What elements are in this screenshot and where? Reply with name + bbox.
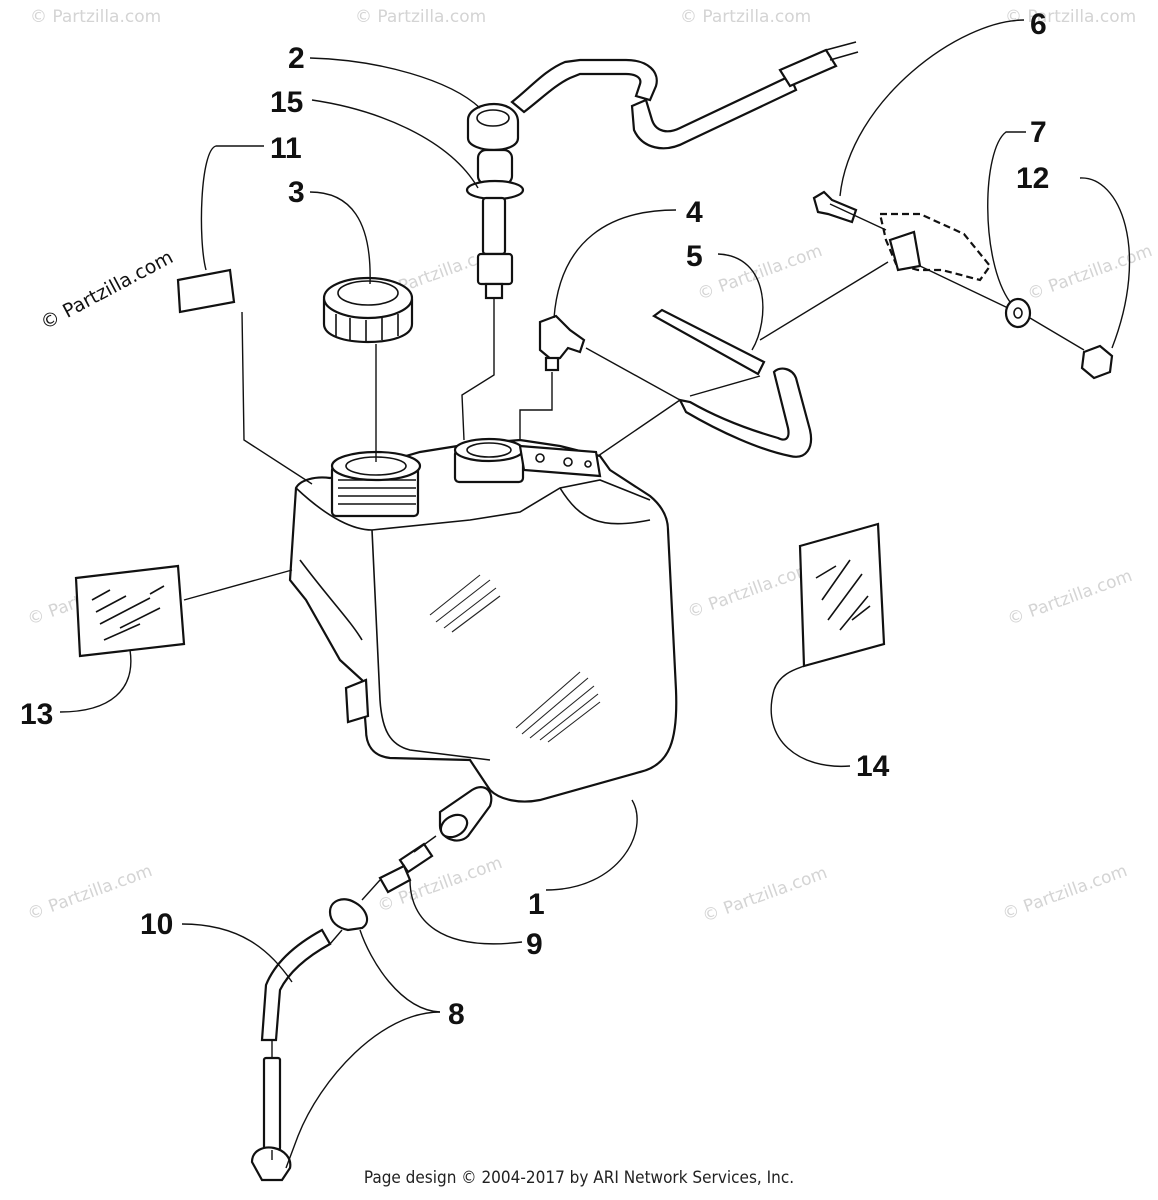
- side-watermark: © Partzilla.com: [37, 246, 177, 334]
- callout-label[interactable]: 1: [528, 888, 545, 921]
- drain-fittings: [250, 842, 434, 1182]
- tank-hatching: [429, 574, 601, 743]
- decal-11: [176, 268, 236, 314]
- callout-label[interactable]: 6: [1030, 8, 1047, 41]
- watermark: © Partzilla.com: [1005, 7, 1136, 27]
- decal-14: [798, 522, 886, 668]
- watermark: © Partzilla.com: [695, 241, 825, 305]
- callout-label[interactable]: 7: [1030, 116, 1047, 149]
- callout-label[interactable]: 3: [288, 176, 305, 209]
- bracket-hardware: [812, 190, 1114, 380]
- page-footer: Page design © 2004-2017 by ARI Network S…: [363, 1168, 795, 1188]
- watermark: © Partzilla.com: [700, 863, 830, 927]
- watermark: © Partzilla.com: [1005, 566, 1135, 630]
- vent-elbow: [538, 314, 586, 372]
- watermark: © Partzilla.com: [355, 7, 486, 27]
- callout-curves: [59, 19, 1131, 1169]
- watermark: © Partzilla.com: [25, 861, 155, 925]
- callout-label[interactable]: 10: [140, 908, 173, 941]
- watermark: © Partzilla.com: [680, 7, 811, 27]
- callout-label[interactable]: 15: [270, 86, 303, 119]
- callout-label[interactable]: 8: [448, 998, 465, 1031]
- callout-label[interactable]: 9: [526, 928, 543, 961]
- callout-label[interactable]: 5: [686, 240, 703, 273]
- callout-label[interactable]: 2: [288, 42, 305, 75]
- watermark: © Partzilla.com: [685, 559, 815, 623]
- tank-cap: [322, 276, 414, 344]
- watermark: © Partzilla.com: [30, 7, 161, 27]
- watermark: © Partzilla.com: [1025, 241, 1155, 305]
- watermark: © Partzilla.com: [1000, 861, 1130, 925]
- oil-tank: [288, 437, 678, 842]
- callout-label[interactable]: 4: [686, 196, 703, 229]
- callout-label[interactable]: 12: [1016, 162, 1049, 195]
- callout-labels: 1 2 3 4 5 6 7 8 9 10 11 12 13 14 15: [20, 8, 1049, 1031]
- callout-label[interactable]: 14: [856, 750, 890, 783]
- callout-label[interactable]: 11: [270, 132, 302, 165]
- leader-lines: [183, 203, 1085, 1160]
- decal-13: [74, 564, 186, 658]
- callout-label[interactable]: 13: [20, 698, 53, 731]
- vent-hose: [651, 308, 813, 458]
- oil-level-sender: [465, 41, 859, 300]
